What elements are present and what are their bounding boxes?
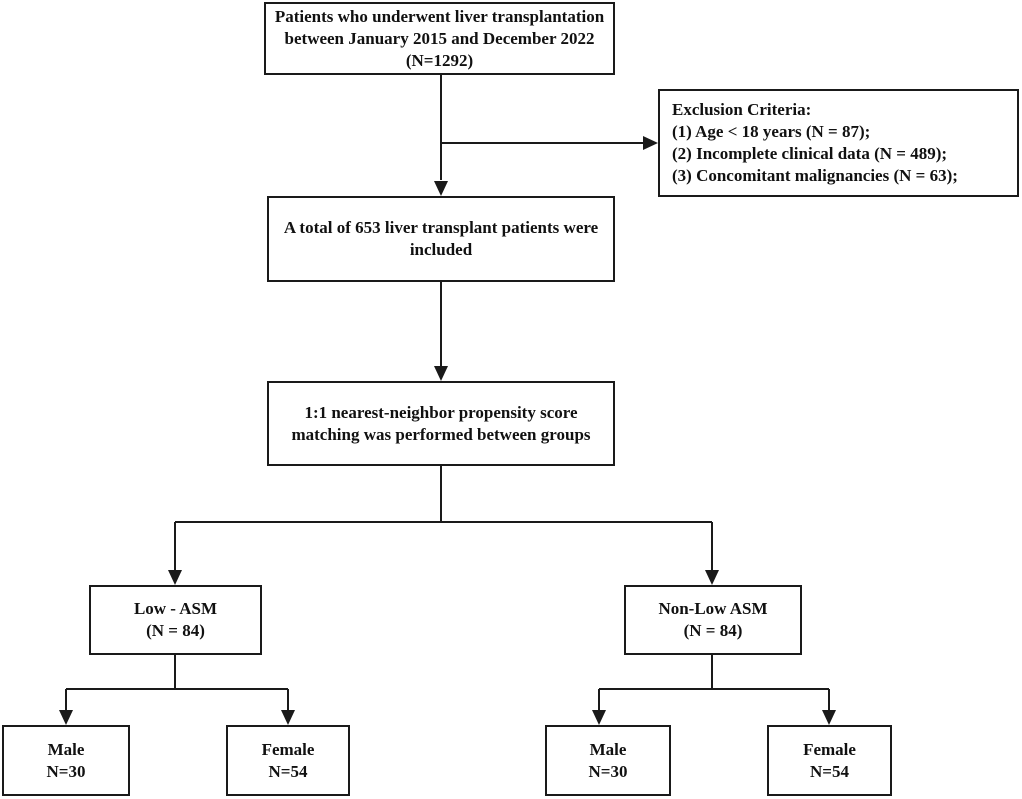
arrow-to-included bbox=[434, 181, 448, 196]
low-asm-female-label: Female bbox=[261, 739, 315, 759]
non-low-asm-male-box: Male N=30 bbox=[545, 725, 671, 796]
psm-line-2: matching was performed between groups bbox=[291, 424, 591, 444]
arrow-to-psm bbox=[434, 366, 448, 381]
low-asm-female-count: N=54 bbox=[268, 761, 308, 781]
source-count: (N=1292) bbox=[405, 50, 474, 70]
low-asm-male-box: Male N=30 bbox=[2, 725, 130, 796]
psm-line-1: 1:1 nearest-neighbor propensity score bbox=[304, 402, 578, 422]
source-line-2: between January 2015 and December 2022 bbox=[284, 28, 595, 48]
low-asm-female-box: Female N=54 bbox=[226, 725, 350, 796]
exclusion-item-incomplete-data: (2) Incomplete clinical data (N = 489); bbox=[672, 144, 948, 163]
exclusion-item-age: (1) Age < 18 years (N = 87); bbox=[672, 122, 871, 141]
exclusion-item-malignancies: (3) Concomitant malignancies (N = 63); bbox=[672, 166, 958, 185]
non-low-asm-male-label: Male bbox=[589, 739, 627, 759]
propensity-matching-box: 1:1 nearest-neighbor propensity score ma… bbox=[267, 381, 615, 466]
low-asm-male-label: Male bbox=[47, 739, 85, 759]
arrow-to-exclusion bbox=[643, 136, 658, 150]
non-low-asm-female-count: N=54 bbox=[810, 761, 849, 781]
source-line-1: Patients who underwent liver transplanta… bbox=[274, 6, 605, 26]
arrow-to-nonlow-male bbox=[592, 710, 606, 725]
low-asm-male-count: N=30 bbox=[46, 761, 86, 781]
non-low-asm-group-box: Non-Low ASM (N = 84) bbox=[624, 585, 802, 655]
arrow-to-low-male bbox=[59, 710, 73, 725]
arrow-to-nonlow-female bbox=[822, 710, 836, 725]
included-line-2: included bbox=[409, 240, 473, 259]
non-low-asm-female-box: Female N=54 bbox=[767, 725, 892, 796]
non-low-asm-male-count: N=30 bbox=[588, 761, 628, 781]
included-line-1: A total of 653 liver transplant patients… bbox=[283, 218, 599, 237]
included-patients-box: A total of 653 liver transplant patients… bbox=[267, 196, 615, 282]
source-population-box: Patients who underwent liver transplanta… bbox=[264, 2, 615, 75]
non-low-asm-count: (N = 84) bbox=[683, 621, 743, 640]
low-asm-count: (N = 84) bbox=[146, 621, 205, 640]
non-low-asm-label: Non-Low ASM bbox=[658, 599, 768, 618]
arrow-to-low bbox=[168, 570, 182, 585]
non-low-asm-female-label: Female bbox=[803, 739, 856, 759]
exclusion-criteria-box: Exclusion Criteria: (1) Age < 18 years (… bbox=[658, 89, 1019, 197]
low-asm-label: Low - ASM bbox=[133, 599, 218, 618]
arrow-to-low-female bbox=[281, 710, 295, 725]
arrow-to-nonlow bbox=[705, 570, 719, 585]
exclusion-title: Exclusion Criteria: bbox=[672, 100, 812, 119]
low-asm-group-box: Low - ASM (N = 84) bbox=[89, 585, 262, 655]
